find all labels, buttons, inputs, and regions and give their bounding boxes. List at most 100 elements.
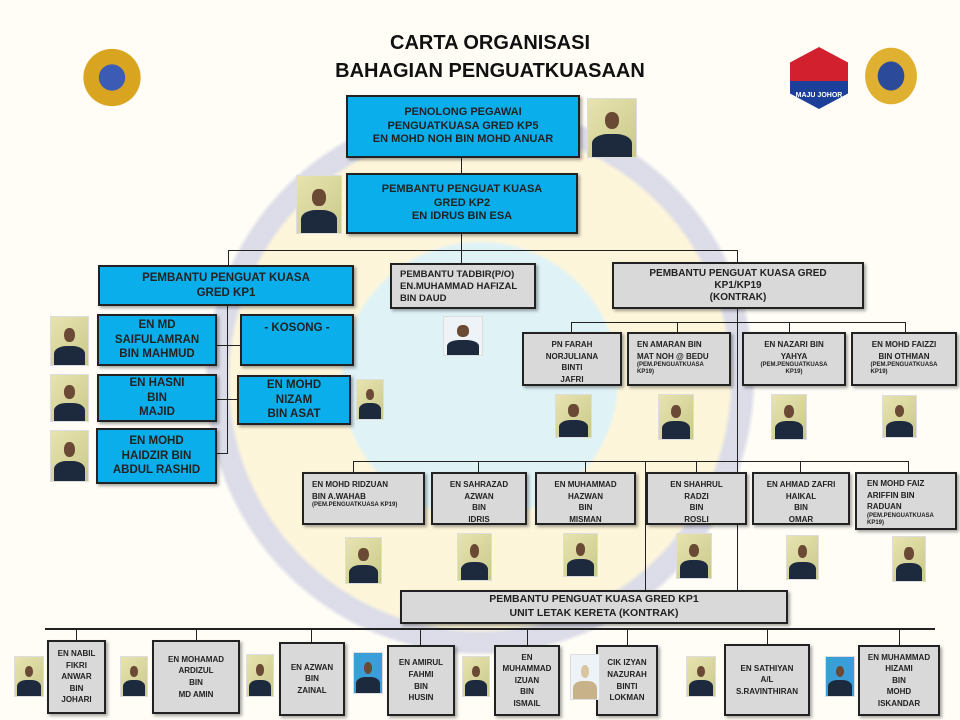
photo <box>825 656 855 697</box>
staff-box: EN MOHD RIDZUAN BIN A.WAHAB(PEM.PENGUATK… <box>302 472 425 525</box>
connector <box>353 461 354 472</box>
staff-box: EN AZWAN BIN ZAINAL <box>279 642 345 716</box>
connector <box>585 461 586 472</box>
photo <box>356 379 384 420</box>
staff-box: EN AMARAN BIN MAT NOH @ BEDU(PEM.PENGUAT… <box>627 332 731 386</box>
staff-box: EN MOHD FAIZ ARIFFIN BIN RADUAN(PEM.PENG… <box>855 472 957 530</box>
staff-box: EN SAHRAZAD AZWAN BIN IDRIS <box>431 472 527 525</box>
connector <box>800 461 801 472</box>
staff-name: EN MOHD FAIZ ARIFFIN BIN RADUAN <box>867 479 925 512</box>
staff-note: (PEM.PENGUATKUASA KP19) <box>760 362 828 376</box>
connector <box>696 461 697 472</box>
box-kp5-head: PENOLONG PEGAWAI PENGUATKUASA GRED KP5 E… <box>346 95 580 158</box>
staff-note: (PEM.PENGUATKUASA KP19) <box>870 362 938 376</box>
photo <box>658 394 694 440</box>
staff-box: PN FARAH NORJULIANA BINTI JAFRI <box>522 332 622 386</box>
staff-name: EN MUHAMMAD HAZWAN BIN MISMAN <box>554 480 617 524</box>
johor-crest-logo-right <box>858 40 924 112</box>
staff-box: EN MOHD NIZAM BIN ASAT <box>237 375 351 425</box>
staff-box: EN MUHAMMAD HIZAMI BIN MOHD ISKANDAR <box>858 645 940 716</box>
page-title: CARTA ORGANISASI <box>390 32 590 54</box>
photo <box>50 430 89 482</box>
connector <box>767 628 768 644</box>
staff-note: (PEM.PENGUATKUASA KP19) <box>312 502 398 509</box>
maju-johor-logo-text: MAJU JOHOR <box>795 92 843 99</box>
staff-name: EN AMARAN BIN MAT NOH @ BEDU <box>637 340 709 361</box>
staff-box: EN HASNI BIN MAJID <box>97 374 217 422</box>
connector <box>677 322 678 332</box>
connector <box>217 345 240 346</box>
photo <box>50 374 89 422</box>
page-subtitle: BAHAGIAN PENGUATKUASAAN <box>335 60 645 82</box>
connector <box>217 453 227 454</box>
staff-box: EN SATHIYAN A/L S.RAVINTHIRAN <box>724 644 810 716</box>
photo <box>771 394 807 440</box>
connector <box>645 461 646 590</box>
staff-name: EN MOHD FAIZZI BIN OTHMAN <box>871 340 937 361</box>
staff-name: PN FARAH NORJULIANA BINTI JAFRI <box>545 340 599 384</box>
connector <box>353 461 909 462</box>
photo <box>120 656 148 697</box>
staff-note: (PEM.PENGUATKUASA KP19) <box>867 512 934 526</box>
photo <box>786 535 819 580</box>
box-kp2: PEMBANTU PENGUAT KUASA GRED KP2 EN IDRUS… <box>346 173 578 234</box>
staff-box: CIK IZYAN NAZURAH BINTI LOKMAN <box>596 645 658 716</box>
connector <box>789 322 790 332</box>
connector <box>899 628 900 645</box>
connector <box>478 461 479 472</box>
staff-box: EN AMIRUL FAHMI BIN HUSIN <box>387 645 455 716</box>
johor-crest-logo-left <box>72 45 152 110</box>
connector <box>571 322 572 332</box>
connector <box>461 250 462 263</box>
connector <box>571 322 906 323</box>
maju-johor-logo: MAJU JOHOR <box>790 47 848 109</box>
connector <box>908 461 909 472</box>
photo <box>587 98 637 158</box>
photo <box>246 654 274 697</box>
photo <box>462 656 490 697</box>
staff-box-vacant: - KOSONG - <box>240 314 354 366</box>
staff-note: (PEM.PENGUATKUASA KP19) <box>637 362 704 376</box>
connector <box>461 158 462 173</box>
staff-box: EN NAZARI BIN YAHYA(PEM.PENGUATKUASA KP1… <box>742 332 846 386</box>
staff-name: EN SHAHRUL RADZI BIN ROSLI <box>670 480 723 524</box>
staff-box: EN MOHD FAIZZI BIN OTHMAN(PEM.PENGUATKUA… <box>851 332 957 386</box>
staff-box: EN MOHAMAD ARDIZUL BIN MD AMIN <box>152 640 240 714</box>
connector <box>905 322 906 332</box>
connector <box>196 628 197 640</box>
staff-box: EN MOHD HAIDZIR BIN ABDUL RASHID <box>96 428 217 484</box>
connector <box>627 628 628 645</box>
box-tadbir: PEMBANTU TADBIR(P/O) EN.MUHAMMAD HAFIZAL… <box>390 263 536 309</box>
photo <box>345 537 382 584</box>
staff-name: EN SAHRAZAD AZWAN BIN IDRIS <box>449 480 509 524</box>
staff-box: EN AHMAD ZAFRI HAIKAL BIN OMAR <box>752 472 850 525</box>
photo <box>50 316 89 366</box>
staff-box: EN SHAHRUL RADZI BIN ROSLI <box>646 472 747 525</box>
connector <box>45 628 935 630</box>
connector <box>311 628 312 642</box>
staff-name: EN MOHD RIDZUAN BIN A.WAHAB <box>312 480 388 501</box>
photo <box>892 536 926 582</box>
photo <box>563 533 598 577</box>
staff-name: EN AHMAD ZAFRI HAIKAL BIN OMAR <box>766 480 836 524</box>
connector <box>420 628 421 645</box>
staff-box: EN MUHAMMAD IZUAN BIN ISMAIL <box>494 645 560 716</box>
photo <box>457 533 492 581</box>
photo <box>570 654 600 700</box>
photo <box>882 395 917 438</box>
staff-box: EN NABIL FIKRI ANWAR BIN JOHARI <box>47 640 106 714</box>
connector <box>527 628 528 645</box>
staff-box: EN MUHAMMAD HAZWAN BIN MISMAN <box>535 472 636 525</box>
photo <box>296 175 342 234</box>
photo <box>555 394 592 438</box>
connector <box>228 250 738 251</box>
staff-name: EN NAZARI BIN YAHYA <box>764 340 824 361</box>
photo <box>443 316 483 356</box>
connector <box>76 628 77 640</box>
box-kp19-branch: PEMBANTU PENGUAT KUASA GRED KP1/KP19 (KO… <box>612 262 864 309</box>
box-kp1-branch: PEMBANTU PENGUAT KUASA GRED KP1 <box>98 265 354 306</box>
connector <box>737 250 738 262</box>
connector <box>461 234 462 250</box>
photo <box>676 533 712 579</box>
